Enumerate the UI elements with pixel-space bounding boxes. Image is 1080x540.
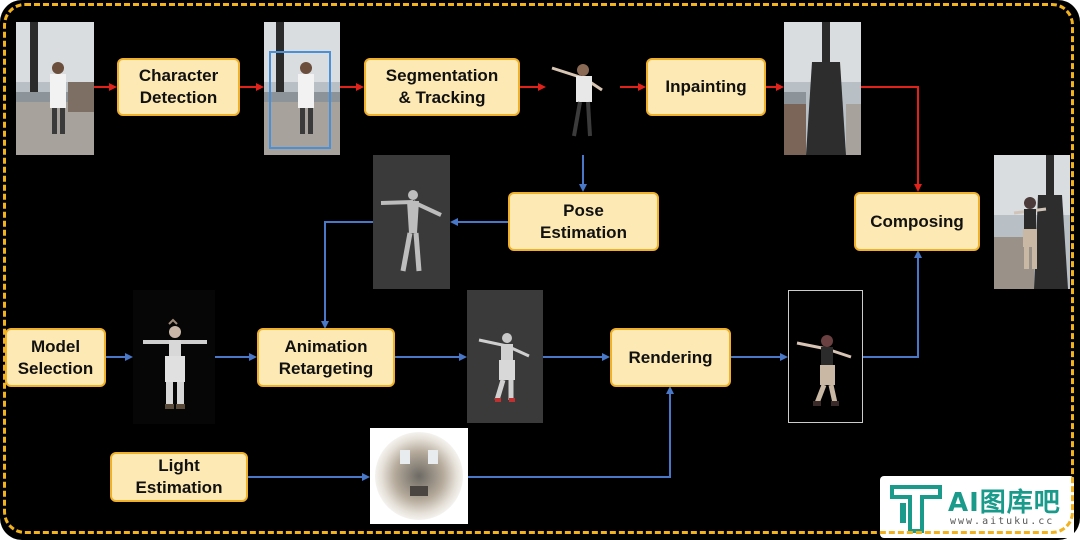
rendered-character-thumbnail (788, 290, 863, 423)
node-pose-estimation: Pose Estimation (508, 192, 659, 251)
logo-text: AI图库吧 (948, 488, 1061, 518)
node-segmentation-tracking: Segmentation & Tracking (364, 58, 520, 116)
node-composing: Composing (854, 192, 980, 251)
node-character-detection: Character Detection (117, 58, 240, 116)
model-tpose-thumbnail (133, 290, 215, 424)
retargeted-model-thumbnail (467, 290, 543, 423)
edge-envmap-to-rendering (468, 386, 674, 478)
input-frame-thumbnail (16, 22, 94, 155)
red-edges (94, 83, 922, 192)
blue-edges (106, 155, 922, 481)
node-rendering: Rendering (610, 328, 731, 387)
node-model-selection: Model Selection (5, 328, 106, 387)
node-inpainting: Inpainting (646, 58, 766, 116)
environment-map-thumbnail (370, 428, 468, 524)
pose-mannequin-thumbnail (373, 155, 450, 289)
composed-output-thumbnail (994, 155, 1070, 289)
edge-mannequin-to-retargeting (321, 221, 373, 329)
logo-icon (890, 485, 942, 533)
inpainted-background-thumbnail (784, 22, 861, 155)
watermark-logo: AI图库吧 www.aituku.cc (880, 476, 1074, 538)
node-light-estimation: Light Estimation (110, 452, 248, 502)
edge-rendered-to-composing (863, 250, 922, 358)
edge-background-to-composing (861, 86, 922, 192)
node-animation-retargeting: Animation Retargeting (257, 328, 395, 387)
logo-url: www.aituku.cc (950, 516, 1055, 527)
segmented-character-thumbnail (548, 58, 606, 142)
detection-frame-thumbnail (264, 22, 340, 155)
